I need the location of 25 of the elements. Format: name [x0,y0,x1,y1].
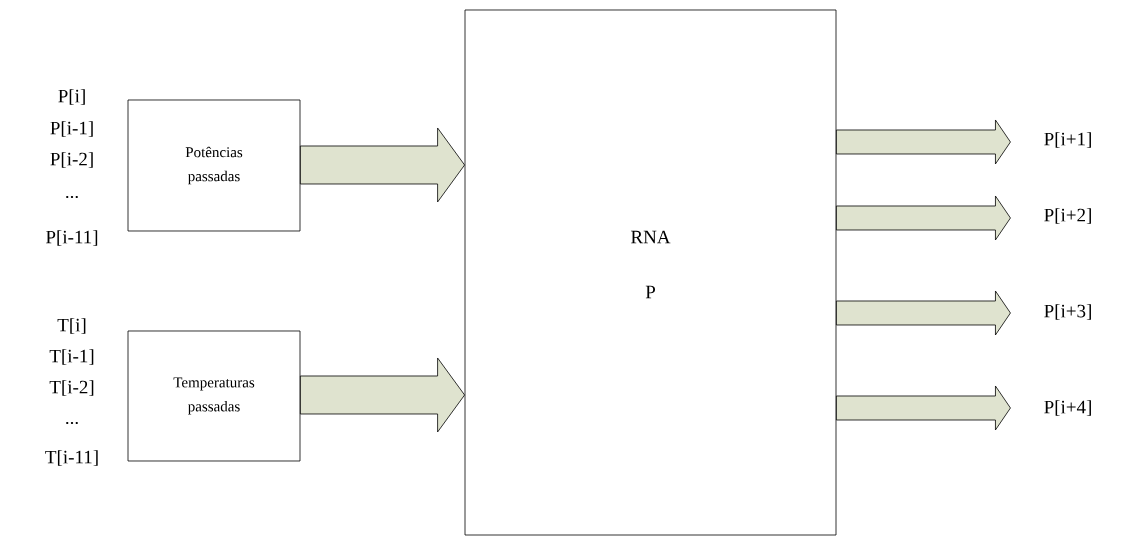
variable-label: T[i-1] [49,349,94,365]
variable-label: ... [66,195,78,199]
output-label: P[i+3] [1044,304,1091,320]
process-box: Potências passadas [127,99,301,232]
block-arrow [300,357,465,433]
block-arrow [836,195,1011,241]
output-label: P[i+4] [1044,400,1091,416]
variable-label: T[i] [57,318,86,334]
variable-label: T[i-2] [49,380,94,396]
process-box: Temperaturas passadas [127,330,301,462]
variable-label: P[i-1] [50,121,93,137]
output-label: P[i+2] [1044,208,1091,224]
output-label: P[i+1] [1044,132,1091,148]
block-arrow [836,385,1011,431]
variable-label: P[i] [58,89,85,105]
variable-label: P[i-11] [46,230,98,246]
box-label: P [645,285,656,299]
variable-label: T[i-11] [45,450,98,466]
box-label: RNA [631,230,671,244]
block-arrow [836,290,1011,336]
variable-label: ... [66,421,78,425]
block-arrow [300,127,465,203]
network-box [464,9,837,536]
variable-label: P[i-2] [50,152,93,168]
block-arrow [836,119,1011,165]
